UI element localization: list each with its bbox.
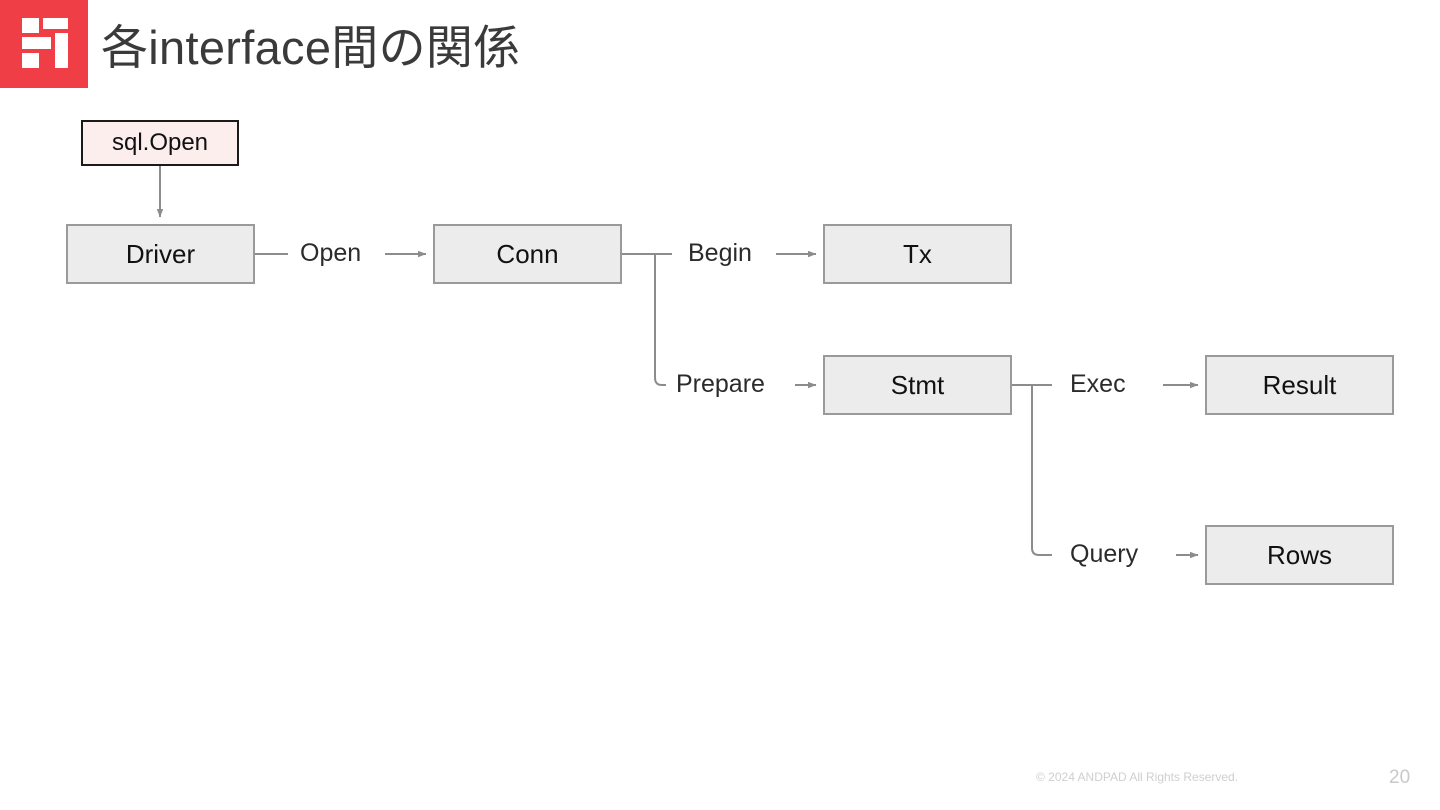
edge-label-prepare: Prepare [676, 370, 765, 398]
node-stmt[interactable]: Stmt [823, 355, 1012, 415]
node-sql-open[interactable]: sql.Open [81, 120, 239, 166]
andpad-logo-icon [22, 18, 68, 68]
footer-copyright: © 2024 ANDPAD All Rights Reserved. [1036, 770, 1239, 784]
edge-label-query: Query [1070, 540, 1139, 568]
node-conn[interactable]: Conn [433, 224, 622, 284]
node-tx[interactable]: Tx [823, 224, 1012, 284]
edge-label-exec: Exec [1070, 370, 1126, 398]
node-driver[interactable]: Driver [66, 224, 255, 284]
node-result[interactable]: Result [1205, 355, 1394, 415]
edge-label-open: Open [300, 239, 362, 267]
connector-stmt-branch [1012, 384, 1052, 556]
node-rows[interactable]: Rows [1205, 525, 1394, 585]
edge-label-begin: Begin [688, 239, 752, 267]
page-title: 各interface間の関係 [101, 21, 521, 74]
connector-conn-branch [622, 253, 672, 386]
brand-logo [0, 0, 88, 88]
footer-page-number: 20 [1389, 767, 1411, 788]
